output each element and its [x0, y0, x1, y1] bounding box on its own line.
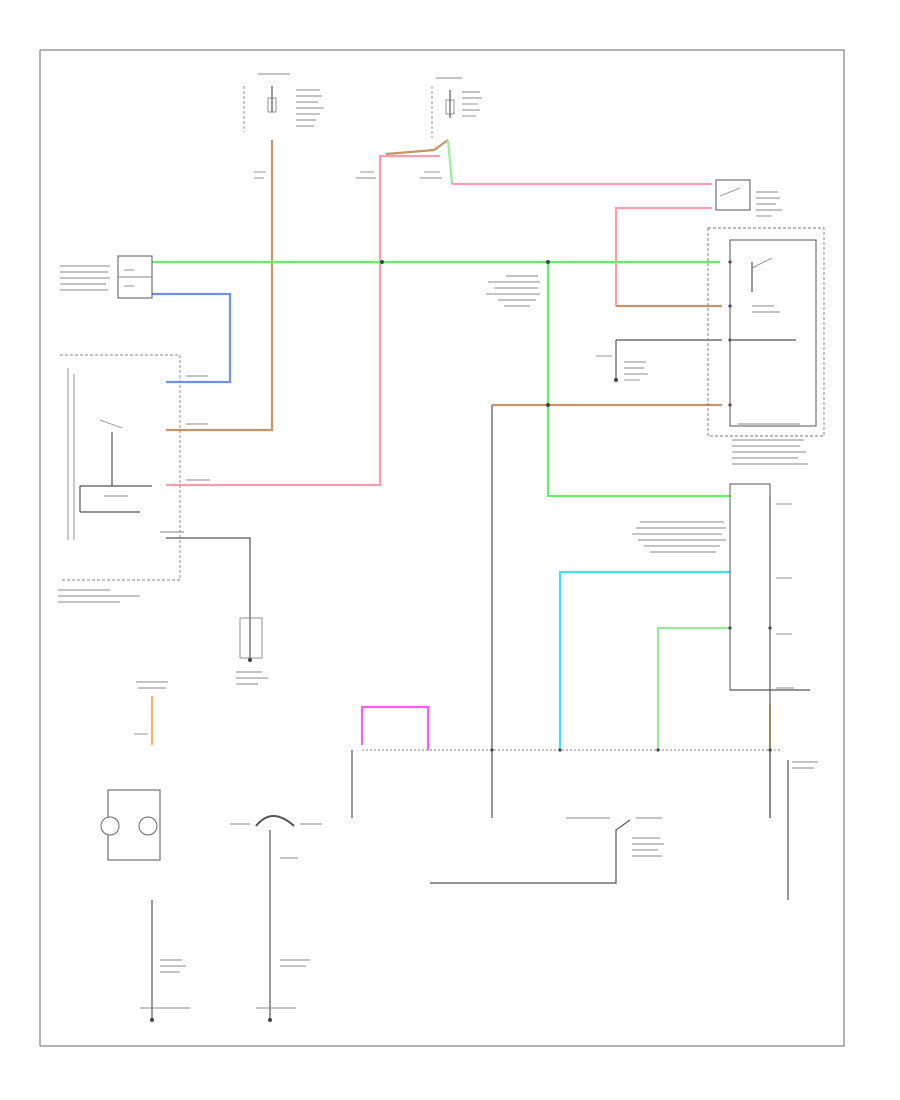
wire-lightgreen	[656, 626, 730, 750]
wire-green-vertical	[546, 262, 730, 498]
wire-tan-center	[385, 139, 449, 156]
lower-right-module	[632, 483, 818, 769]
wire-tan-left	[166, 140, 274, 432]
bottom-center-switch	[230, 815, 322, 1022]
wire-pink-right	[614, 206, 712, 306]
ground-right-mid	[596, 355, 648, 382]
right-top-switch	[715, 179, 782, 217]
left-module	[58, 354, 210, 603]
wire-cyan	[558, 570, 730, 750]
wire-pink-left	[166, 154, 440, 487]
ground-left	[236, 596, 268, 685]
left-connector-top	[60, 255, 153, 299]
fuse-block-left	[243, 73, 324, 132]
gray-wires	[166, 339, 810, 900]
right-module	[707, 227, 825, 465]
fuse-block-center	[431, 77, 482, 138]
wire-blue	[152, 292, 232, 384]
wire-magenta	[360, 705, 430, 750]
bottom-right-switch	[632, 837, 664, 857]
lamp-assembly	[100, 681, 168, 861]
center-labels	[486, 275, 540, 307]
diagram-border	[39, 49, 845, 1047]
splice-dots	[380, 260, 772, 752]
top-wire-labels	[254, 171, 442, 179]
wire-green-center	[446, 139, 454, 185]
bottom-left-connector	[140, 900, 190, 1022]
